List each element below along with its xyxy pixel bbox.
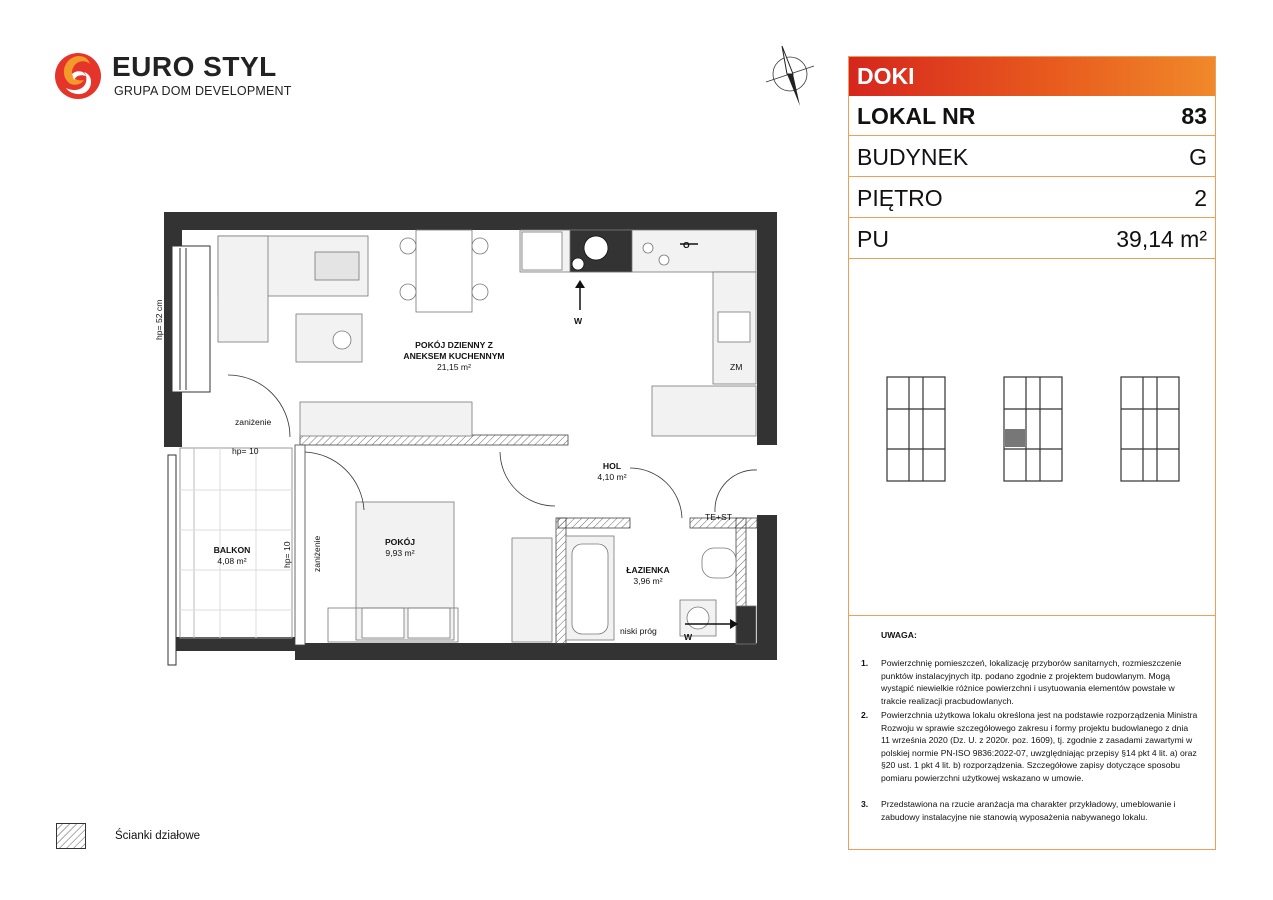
row-key: LOKAL NR <box>857 103 976 129</box>
row-floor: PIĘTRO 2 <box>849 178 1215 218</box>
row-building: BUDYNEK G <box>849 137 1215 177</box>
balcony-name: BALKON <box>214 545 251 555</box>
room-name: POKÓJ <box>385 536 415 547</box>
balcony-step-label: hp= 10 <box>232 446 259 456</box>
note-text: Powierzchnia użytkowa lokalu określona j… <box>881 710 1198 783</box>
row-value: 83 <box>1181 103 1207 129</box>
hall-area: 4,10 m² <box>597 472 626 482</box>
note-number: 1. <box>861 658 869 668</box>
unit-info-card: DOKI LOKAL NR 83 BUDYNEK G PIĘTRO 2 PU 3… <box>848 56 1216 850</box>
lowering-label-1: zaniżenie <box>235 417 272 427</box>
kitchen-counter <box>519 229 757 437</box>
building-key-plans <box>849 259 1215 616</box>
drain-label: O <box>683 240 690 250</box>
partition-walls <box>294 434 758 646</box>
ventilation-label-1: W <box>574 316 583 326</box>
bathroom-name: ŁAZIENKA <box>626 565 669 575</box>
outer-walls <box>164 212 777 660</box>
note-number: 2. <box>861 710 869 720</box>
legend-label: Ścianki działowe <box>115 830 201 842</box>
row-value: G <box>1189 144 1207 170</box>
estate-header: DOKI <box>849 57 1215 96</box>
row-key: BUDYNEK <box>857 144 969 170</box>
brand-name: EURO STYL <box>112 51 277 82</box>
hall-name: HOL <box>603 461 621 471</box>
hatch-legend-icon <box>56 823 86 849</box>
row-key: PU <box>857 226 889 252</box>
window-height-label: hp= 52 cm <box>154 300 164 340</box>
door-swings <box>227 374 758 519</box>
row-value: 2 <box>1194 185 1207 211</box>
room-area: 9,93 m² <box>385 548 414 558</box>
living-room-name-line1: POKÓJ DZIENNY Z <box>415 339 493 350</box>
ventilation-label-2: W <box>684 632 693 642</box>
note-text: Przedstawiona na rzucie aranżacja ma cha… <box>881 799 1176 822</box>
brand-subtitle: GRUPA DOM DEVELOPMENT <box>114 84 292 98</box>
row-value: 39,14 m² <box>1116 226 1207 252</box>
notes-title: UWAGA: <box>881 630 917 640</box>
note-number: 3. <box>861 799 869 809</box>
balcony-side-step-label: hp= 10 <box>282 541 292 568</box>
balcony-area-value: 4,08 m² <box>217 556 246 566</box>
floor-plan: POKÓJ DZIENNY Z ANEKSEM KUCHENNYM 21,15 … <box>154 212 777 666</box>
key-plan-thumbnails <box>886 376 1180 482</box>
living-room-area: 21,15 m² <box>437 362 471 372</box>
te-st-label: TE+ST <box>705 512 733 522</box>
lowering-label-2: zaniżenie <box>312 535 322 572</box>
living-furniture <box>217 229 489 437</box>
washer-label: ZM <box>730 362 742 372</box>
row-key: PIĘTRO <box>857 185 943 211</box>
bathroom-fixtures <box>565 535 757 645</box>
north-arrow-icon <box>765 45 815 106</box>
row-usable-area: PU 39,14 m² <box>849 219 1215 259</box>
logo-swirl-icon <box>55 53 101 99</box>
living-room-name-line2: ANEKSEM KUCHENNYM <box>403 351 504 361</box>
row-unit-number: LOKAL NR 83 <box>849 96 1215 136</box>
note-text: Powierzchnię pomieszczeń, lokalizację pr… <box>881 658 1182 706</box>
bedroom-furniture <box>327 501 553 643</box>
balcony-area <box>167 447 293 666</box>
low-threshold-label: niski próg <box>620 626 657 636</box>
bathroom-area: 3,96 m² <box>633 576 662 586</box>
estate-name: DOKI <box>857 63 915 89</box>
highlighted-unit-marker <box>1005 429 1025 447</box>
